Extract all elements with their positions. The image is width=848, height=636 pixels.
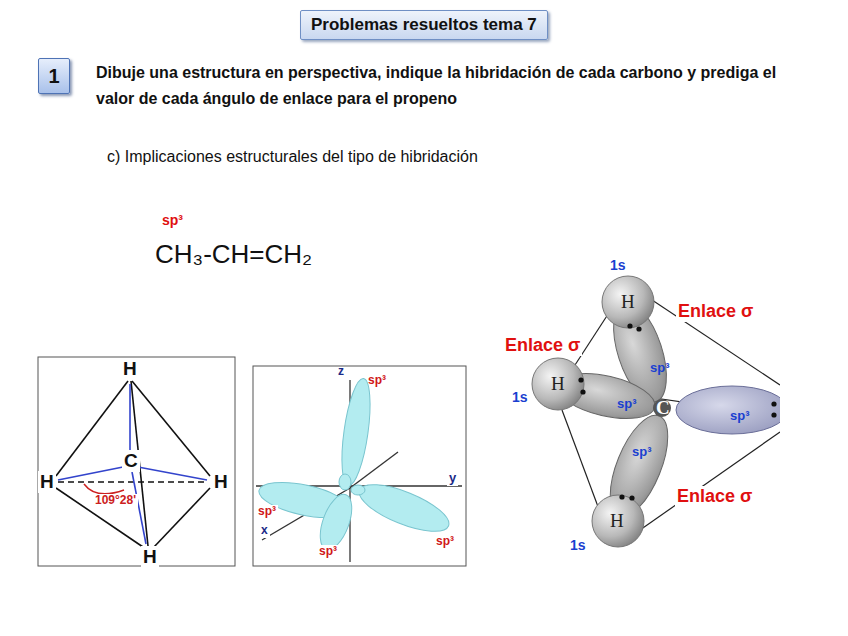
orbital-label: sp³: [256, 505, 278, 519]
bond-label: Enlace σ: [675, 486, 754, 507]
orbital-label: sp³: [650, 361, 670, 376]
methyl-model: [532, 276, 780, 547]
atom-label: H: [551, 373, 565, 395]
atom-label: H: [141, 546, 159, 568]
atom-label: C: [122, 450, 140, 472]
orbital-label: sp³: [632, 445, 652, 460]
axis-label: x: [259, 524, 270, 538]
orbital-label: sp³: [434, 535, 456, 549]
orbital-lobes: [256, 377, 455, 554]
bond-label: Enlace σ: [503, 335, 582, 356]
title-box: Problemas resueltos tema 7: [300, 10, 548, 40]
formula: CH₃-CH=CH₂: [155, 240, 312, 270]
section-heading: c) Implicaciones estructurales del tipo …: [107, 148, 478, 166]
orbital-label: 1s: [570, 537, 586, 553]
frame: [38, 357, 235, 566]
angle-arc: [84, 484, 124, 494]
orbital-label: 1s: [512, 389, 528, 405]
question-text: Dibuje una estructura en perspectiva, in…: [96, 60, 816, 112]
title-text: Problemas resueltos tema 7: [311, 15, 537, 34]
atom-label: H: [121, 358, 139, 380]
axis-label: z: [338, 365, 344, 379]
orbital-label: sp³: [368, 374, 386, 388]
hybridization-label: sp³: [162, 212, 183, 228]
atom-label: H: [621, 291, 635, 313]
tetrahedron: [56, 381, 210, 547]
bonds: [58, 384, 207, 544]
orbital-label: sp³: [317, 545, 339, 559]
angle-value: 109°28': [93, 494, 138, 508]
atom-label: H: [38, 471, 56, 493]
axis-label: y: [447, 471, 458, 486]
callout-number: 1: [48, 65, 59, 88]
bond-label: Enlace σ: [676, 301, 755, 322]
orbital-label: sp³: [730, 409, 750, 424]
orbital-label: 1s: [610, 257, 626, 273]
frame: [253, 366, 466, 566]
orbital-label: sp³: [617, 397, 637, 412]
number-box: 1: [38, 58, 70, 94]
atom-label: H: [212, 471, 230, 493]
atom-label: H: [610, 510, 624, 532]
atom-label: C: [656, 397, 670, 419]
